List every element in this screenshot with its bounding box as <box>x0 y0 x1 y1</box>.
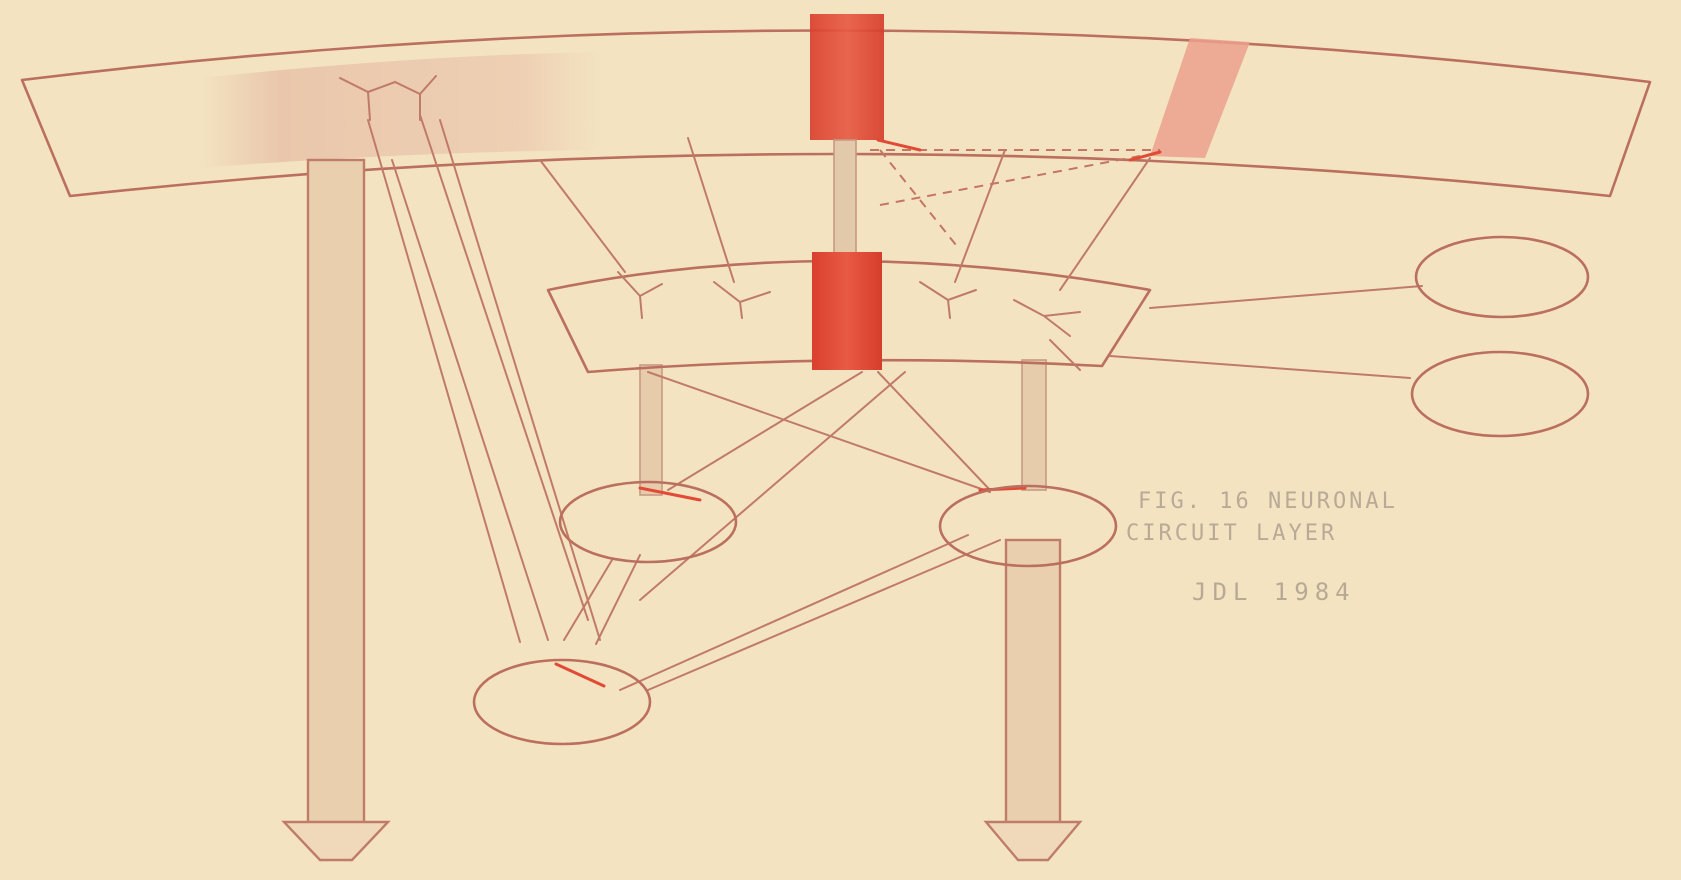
caption-line-2: CIRCUIT LAYER <box>1126 521 1337 546</box>
top-red-bar <box>810 14 884 140</box>
right-shaft <box>1006 540 1060 836</box>
middle-terminal-2-icon <box>714 282 770 318</box>
right-arrow-head-icon <box>986 822 1080 860</box>
top-band-fill-left <box>200 52 600 168</box>
middle-terminal-1-icon <box>618 272 662 318</box>
middle-red-bar <box>812 252 882 370</box>
middle-layer <box>548 252 1150 372</box>
left-shaft <box>308 160 364 836</box>
lower-cell <box>474 660 650 744</box>
outer-cell-upper <box>1416 237 1588 317</box>
caption-block: FIG. 16 NEURONAL CIRCUIT LAYER JDL 1984 <box>1126 489 1398 606</box>
outer-cell-lower <box>1412 352 1588 436</box>
middle-terminal-3-icon <box>920 282 976 318</box>
left-center-column <box>640 365 662 495</box>
middle-terminal-4-icon <box>1014 300 1080 336</box>
center-column <box>834 140 856 260</box>
top-diagonal-band <box>1150 38 1250 158</box>
right-column <box>1022 360 1046 490</box>
left-arrow-head-icon <box>284 822 388 860</box>
caption-line-3: JDL 1984 <box>1192 578 1356 606</box>
caption-line-1: FIG. 16 NEURONAL <box>1138 489 1398 514</box>
